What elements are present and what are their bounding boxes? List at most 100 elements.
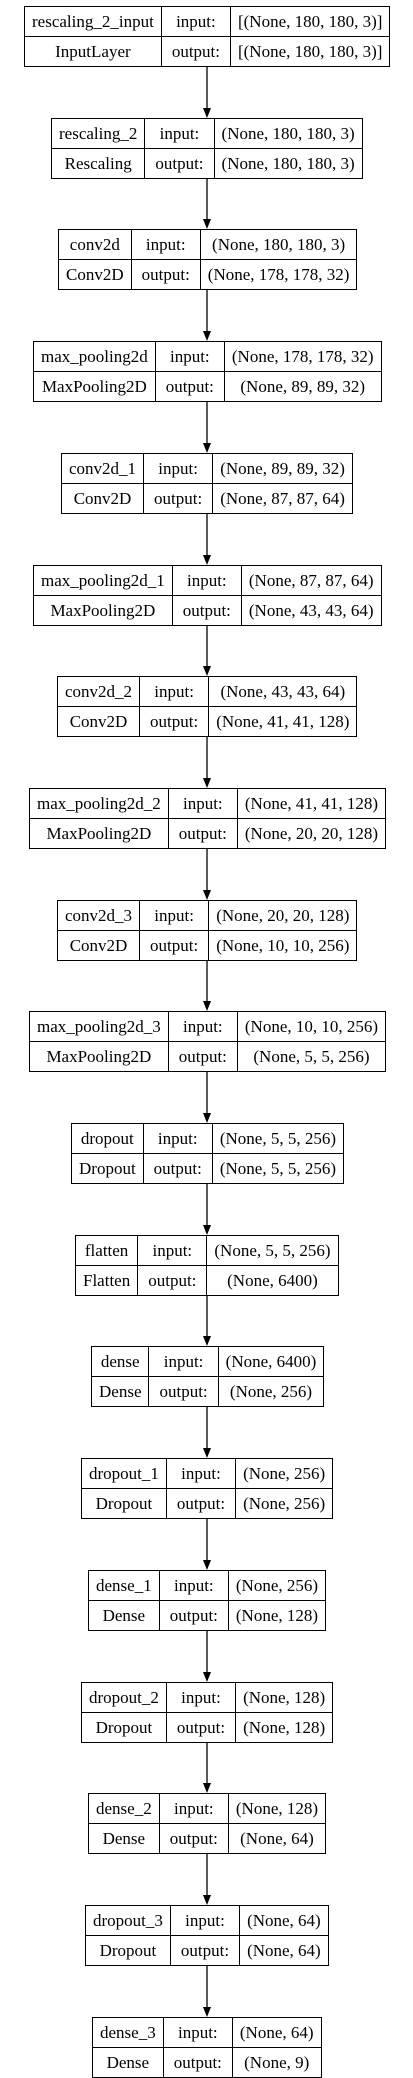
arrowhead-icon (203, 666, 211, 676)
output-shape: (None, 178, 178, 32) (199, 259, 358, 290)
input-shape: (None, 178, 178, 32) (223, 341, 382, 372)
layer-name: dropout_3 (85, 1905, 171, 1936)
input-shape: (None, 180, 180, 3) (213, 118, 363, 149)
output-shape: (None, 256) (235, 1488, 334, 1519)
input-shape: (None, 256) (227, 1570, 327, 1601)
input-label: input: (137, 1235, 208, 1266)
input-shape: (None, 41, 41, 128) (236, 788, 387, 819)
layer-name: dense_2 (88, 1793, 160, 1824)
output-label: output: (139, 930, 210, 961)
arrowhead-icon (203, 443, 211, 453)
input-shape: (None, 5, 5, 256) (206, 1235, 339, 1266)
layer-name: max_pooling2d_2 (29, 788, 169, 819)
layer-name: rescaling_2 (50, 118, 146, 149)
arrowhead-icon (203, 778, 211, 788)
layer-type: InputLayer (24, 36, 162, 67)
layer-name: dense (90, 1346, 150, 1377)
layer-type: MaxPooling2D (29, 1041, 169, 1072)
layer-type: Conv2D (60, 483, 145, 514)
output-label: output: (148, 1376, 219, 1407)
input-label: input: (148, 1346, 219, 1377)
layer-type: Dropout (81, 1488, 167, 1519)
output-shape: (None, 256) (217, 1376, 325, 1407)
output-shape: (None, 128) (227, 1600, 327, 1631)
output-label: output: (162, 2047, 233, 2078)
output-label: output: (171, 595, 242, 626)
output-label: output: (144, 148, 215, 179)
input-label: input: (142, 1123, 213, 1154)
input-shape: (None, 43, 43, 64) (208, 676, 358, 707)
input-label: input: (167, 1011, 238, 1042)
input-label: input: (158, 1793, 229, 1824)
layer-type: Dropout (81, 1712, 167, 1743)
output-shape: (None, 43, 43, 64) (240, 595, 382, 626)
arrowhead-icon (203, 1225, 211, 1235)
output-label: output: (158, 1823, 229, 1854)
input-shape: (None, 87, 87, 64) (240, 565, 382, 596)
output-shape: (None, 5, 5, 256) (211, 1153, 345, 1184)
output-shape: (None, 180, 180, 3) (213, 148, 363, 179)
input-label: input: (154, 341, 225, 372)
layer-name: conv2d_3 (56, 900, 141, 931)
layer-type: Dense (88, 1600, 160, 1631)
input-label: input: (165, 1682, 237, 1713)
layer-type: Dropout (71, 1153, 144, 1184)
output-label: output: (130, 259, 201, 290)
arrowhead-icon (203, 555, 211, 565)
layer-type: Dropout (85, 1935, 171, 1966)
layer-type: Conv2D (56, 706, 141, 737)
output-shape: (None, 9) (231, 2047, 322, 2078)
output-shape: (None, 64) (227, 1823, 327, 1854)
layer-type: MaxPooling2D (33, 595, 173, 626)
input-label: input: (167, 788, 238, 819)
input-label: input: (171, 565, 242, 596)
output-label: output: (169, 1935, 241, 1966)
input-shape: [(None, 180, 180, 3)] (229, 6, 391, 37)
layer-name: max_pooling2d_3 (29, 1011, 169, 1042)
layer-type: Dense (88, 1823, 160, 1854)
output-label: output: (160, 36, 231, 67)
layer-type: Conv2D (58, 259, 132, 290)
output-label: output: (158, 1600, 229, 1631)
output-label: output: (165, 1712, 237, 1743)
output-shape: [(None, 180, 180, 3)] (229, 36, 391, 67)
arrowhead-icon (203, 219, 211, 229)
output-shape: (None, 10, 10, 256) (208, 930, 358, 961)
output-label: output: (167, 818, 238, 849)
output-shape: (None, 64) (239, 1935, 329, 1966)
layer-name: dropout_1 (81, 1458, 167, 1489)
output-label: output: (154, 371, 225, 402)
arrowhead-icon (203, 1783, 211, 1793)
output-shape: (None, 5, 5, 256) (236, 1041, 387, 1072)
layer-name: max_pooling2d_1 (33, 565, 173, 596)
arrowhead-icon (203, 890, 211, 900)
output-shape: (None, 128) (235, 1712, 334, 1743)
input-shape: (None, 5, 5, 256) (211, 1123, 345, 1154)
input-shape: (None, 128) (235, 1682, 334, 1713)
input-shape: (None, 128) (227, 1793, 327, 1824)
layer-name: conv2d (58, 229, 132, 260)
output-shape: (None, 41, 41, 128) (208, 706, 358, 737)
arrowhead-icon (203, 1448, 211, 1458)
arrowhead-icon (203, 1113, 211, 1123)
input-label: input: (160, 6, 231, 37)
output-shape: (None, 20, 20, 128) (236, 818, 387, 849)
output-label: output: (165, 1488, 237, 1519)
arrowhead-icon (203, 1336, 211, 1346)
layer-type: Rescaling (50, 148, 146, 179)
layer-name: rescaling_2_input (24, 6, 162, 37)
